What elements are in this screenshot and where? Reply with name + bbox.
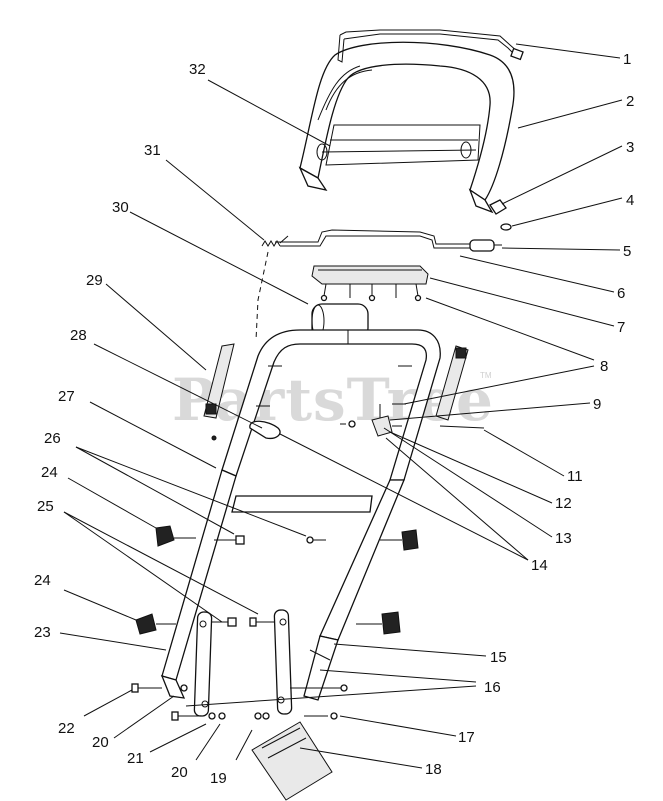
cover-part — [298, 41, 515, 214]
callout-7: 7 — [617, 319, 625, 336]
small-hardware — [131, 683, 348, 721]
callout-24-lower: 24 — [34, 572, 51, 589]
callout-12: 12 — [555, 495, 572, 512]
callout-15: 15 — [490, 649, 507, 666]
control-rod-part — [275, 229, 502, 252]
left-pad-part — [203, 343, 235, 419]
bail-rod-part — [337, 29, 524, 63]
knob-upper-left — [155, 525, 196, 547]
callout-3: 3 — [626, 139, 634, 156]
assembly-line — [255, 251, 269, 341]
callout-22: 22 — [58, 720, 75, 737]
callout-14: 14 — [531, 557, 548, 574]
spring-part — [261, 235, 289, 247]
knob-upper-right — [380, 529, 419, 551]
callout-29: 29 — [86, 272, 103, 289]
knob-lower-right — [356, 611, 401, 635]
screws-part — [211, 365, 412, 441]
callout-18: 18 — [425, 761, 442, 778]
callout-2: 2 — [626, 93, 634, 110]
switch-part — [340, 404, 485, 437]
right-pad-part — [435, 345, 469, 421]
callout-20-lower: 20 — [171, 764, 188, 781]
callout-8: 8 — [600, 358, 608, 375]
callout-9: 9 — [593, 396, 601, 413]
callout-labels: 1 2 3 4 5 6 7 8 9 11 12 13 14 15 16 17 1… — [34, 51, 634, 787]
callout-11: 11 — [567, 468, 583, 485]
callout-17: 17 — [458, 729, 475, 746]
link-right — [273, 609, 293, 715]
leader-lines — [59, 43, 623, 769]
callout-30: 30 — [112, 199, 129, 216]
callout-27: 27 — [58, 388, 75, 405]
callout-5: 5 — [623, 243, 631, 260]
link-left — [193, 611, 213, 717]
lower-handle-part — [160, 469, 405, 701]
bracket-part — [311, 265, 429, 302]
callout-13: 13 — [555, 530, 572, 547]
callout-25: 25 — [37, 498, 54, 515]
nut-part — [500, 223, 512, 231]
callout-19: 19 — [210, 770, 227, 787]
knob-lower-left — [135, 613, 176, 635]
callout-21: 21 — [127, 750, 144, 767]
deck-mount-part — [251, 721, 333, 801]
callout-31: 31 — [144, 142, 161, 159]
callout-26: 26 — [44, 430, 61, 447]
callout-6: 6 — [617, 285, 625, 302]
callout-23: 23 — [34, 624, 51, 641]
callout-32: 32 — [189, 61, 206, 78]
callout-1: 1 — [623, 51, 631, 68]
callout-24-upper: 24 — [41, 464, 58, 481]
callout-16: 16 — [484, 679, 501, 696]
callout-28: 28 — [70, 327, 87, 344]
watermark-trademark: TM — [480, 371, 492, 380]
callout-4: 4 — [626, 192, 634, 209]
callout-20-upper: 20 — [92, 734, 109, 751]
bolts-part — [208, 535, 326, 627]
